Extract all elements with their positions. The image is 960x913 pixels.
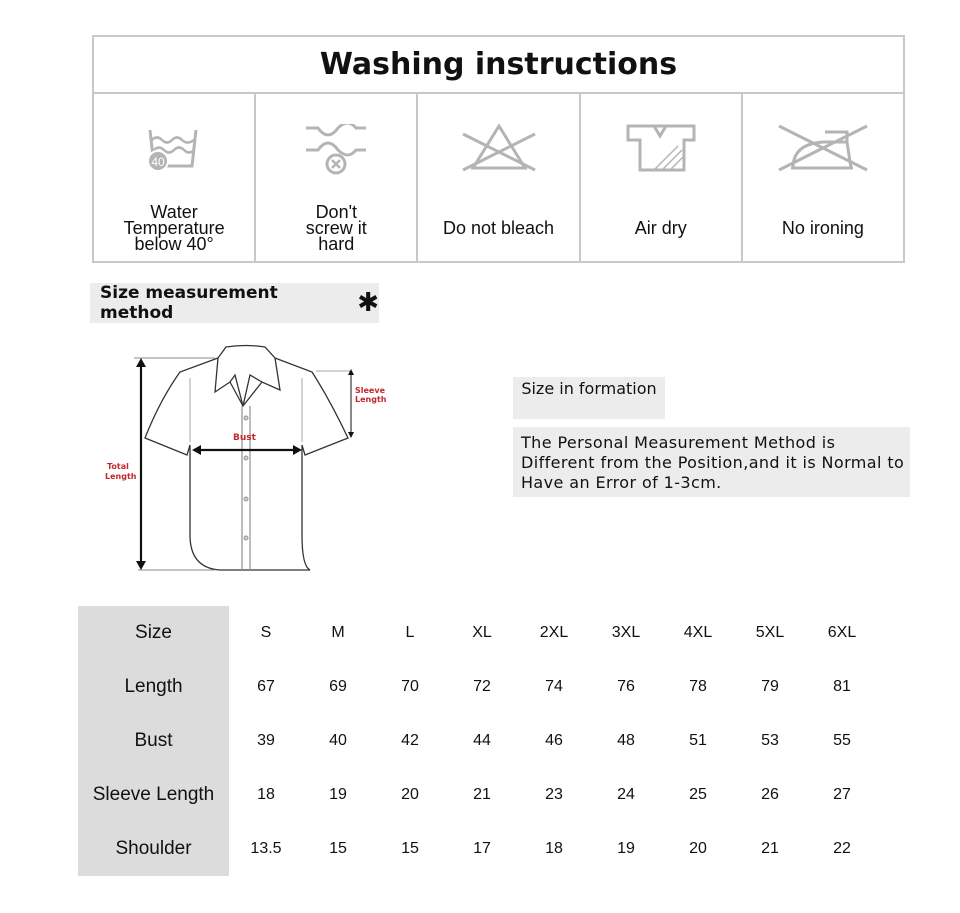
- table-cell: 22: [833, 840, 851, 857]
- table-cell: L: [405, 624, 415, 641]
- table-cell: 48: [617, 732, 635, 749]
- wash-label: Don't screw it hard: [305, 202, 367, 254]
- size-information-title: Size in formation: [513, 377, 665, 419]
- total-length-label: Total: [107, 462, 129, 471]
- wash-item-air-dry: Air dry: [581, 94, 743, 263]
- row-header: Length: [78, 660, 229, 714]
- table-cell: 13.5: [250, 840, 282, 857]
- row-header: Sleeve Length: [78, 768, 229, 822]
- table-cell: 15: [401, 840, 419, 857]
- washing-instructions-panel: Washing instructions 40 Water Temperatur…: [92, 35, 905, 263]
- table-cell: 70: [401, 678, 419, 695]
- table-cell: 42: [401, 732, 419, 749]
- table-cell: 21: [473, 786, 491, 803]
- table-row: Bust 39 40 42 44 46 48 51 53 55: [78, 714, 878, 768]
- row-header: Shoulder: [78, 822, 229, 876]
- table-row: Length 67 69 70 72 74 76 78 79 81: [78, 660, 878, 714]
- table-cell: 74: [545, 678, 563, 695]
- table-cell: 40: [329, 732, 347, 749]
- table-cell: 24: [617, 786, 635, 803]
- table-cell: XL: [472, 624, 492, 641]
- table-cell: 53: [761, 732, 779, 749]
- table-cell: 78: [689, 678, 707, 695]
- table-cell: 18: [545, 840, 563, 857]
- bust-label: Bust: [233, 433, 257, 443]
- no-iron-icon: [778, 124, 868, 172]
- table-cell: 39: [257, 732, 275, 749]
- table-row: Shoulder 13.5 15 15 17 18 19 20 21 22: [78, 822, 878, 876]
- air-dry-icon: [626, 124, 696, 172]
- table-cell: 69: [329, 678, 347, 695]
- table-row: Sleeve Length 18 19 20 21 23 24 25 26 27: [78, 768, 878, 822]
- table-cell: 55: [833, 732, 851, 749]
- table-cell: 20: [401, 786, 419, 803]
- wash-label: Air dry: [634, 218, 687, 238]
- table-cell: S: [260, 624, 272, 641]
- wash-40-icon: 40: [147, 129, 198, 172]
- row-header: Bust: [78, 714, 229, 768]
- svg-text:Length: Length: [355, 395, 387, 404]
- table-cell: 23: [545, 786, 563, 803]
- wash-label: Water Temperature below 40°: [123, 202, 225, 254]
- wash-item-no-wring: Don't screw it hard: [256, 94, 419, 263]
- size-measurement-heading: Size measurement method ✱: [90, 283, 379, 323]
- table-cell: 72: [473, 678, 491, 695]
- measurement-note: The Personal Measurement Method is Diffe…: [513, 427, 910, 497]
- table-cell: 6XL: [827, 624, 857, 641]
- table-cell: M: [331, 624, 345, 641]
- table-cell: 46: [545, 732, 563, 749]
- table-cell: 15: [329, 840, 347, 857]
- table-cell: 51: [689, 732, 707, 749]
- table-cell: 21: [761, 840, 779, 857]
- table-cell: 5XL: [755, 624, 785, 641]
- wash-item-temperature: 40 Water Temperature below 40°: [94, 94, 257, 263]
- table-cell: 27: [833, 786, 851, 803]
- wash-label: Do not bleach: [442, 218, 555, 238]
- table-cell: 20: [689, 840, 707, 857]
- sleeve-length-label: Sleeve: [355, 386, 386, 395]
- table-cell: 79: [761, 678, 779, 695]
- wash-item-no-iron: No ironing: [743, 94, 903, 263]
- table-cell: 19: [617, 840, 635, 857]
- svg-text:Length: Length: [105, 472, 137, 481]
- table-cell: 17: [473, 840, 491, 857]
- asterisk-icon: ✱: [357, 288, 379, 318]
- table-cell: 19: [329, 786, 347, 803]
- table-row: Size S M L XL 2XL 3XL 4XL 5XL 6XL: [78, 606, 878, 660]
- svg-text:40: 40: [151, 155, 165, 169]
- wash-item-no-bleach: Do not bleach: [418, 94, 581, 263]
- table-cell: 44: [473, 732, 491, 749]
- table-cell: 18: [257, 786, 275, 803]
- table-cell: 3XL: [611, 624, 641, 641]
- washing-title: Washing instructions: [94, 37, 903, 94]
- table-cell: 2XL: [539, 624, 569, 641]
- no-wring-icon: [306, 124, 367, 175]
- table-cell: 81: [833, 678, 851, 695]
- no-bleach-icon: [461, 124, 536, 172]
- table-cell: 25: [689, 786, 707, 803]
- row-header: Size: [78, 606, 229, 660]
- shirt-measurement-diagram: Sleeve Length Bust Total Length: [105, 344, 387, 571]
- table-cell: 4XL: [683, 624, 713, 641]
- size-table: Size S M L XL 2XL 3XL 4XL 5XL 6XL Length 67 69 70 7…: [78, 606, 878, 876]
- table-cell: 67: [257, 678, 275, 695]
- wash-label: No ironing: [781, 218, 864, 238]
- size-method-title: Size measurement method: [100, 283, 278, 323]
- table-cell: 76: [617, 678, 635, 695]
- table-cell: 26: [761, 786, 779, 803]
